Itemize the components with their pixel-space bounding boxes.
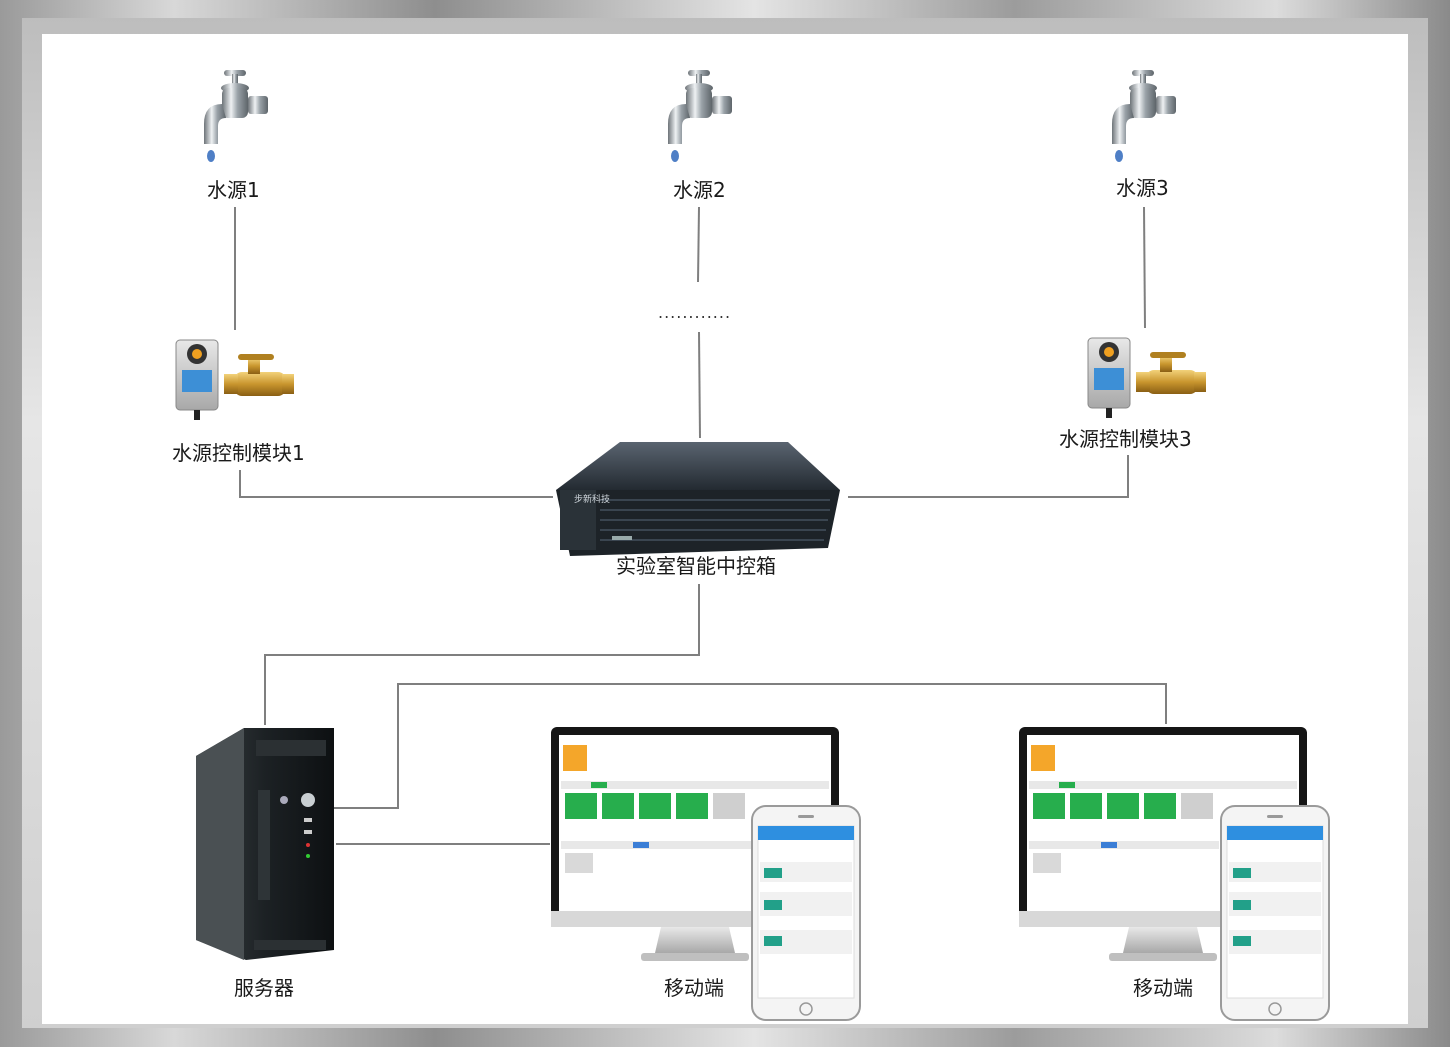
server-tower-icon [196,728,334,960]
label-server: 服务器 [234,976,294,1000]
label-control-module-3: 水源控制模块3 [1059,427,1192,451]
label-water-source-2: 水源2 [673,178,726,202]
label-water-source-3: 水源3 [1116,176,1169,200]
line-source2-ellipsis [697,206,700,283]
faucet-icon [668,70,732,162]
smartphone-icon [1220,805,1330,1021]
line-module1-box [239,470,553,498]
label-mobile-1: 移动端 [664,976,724,1000]
faucet-icon [1112,70,1176,162]
smartphone-icon [751,805,861,1021]
ellipsis-text: ............ [658,303,731,322]
label-control-module-1: 水源控制模块1 [172,441,305,465]
valve-actuator-icon [1087,337,1206,418]
line-source3-module3 [1143,206,1146,329]
line-server-mobile2 [332,683,1167,809]
label-mobile-2: 移动端 [1133,976,1193,1000]
faucet-icon [204,70,268,162]
line-box-server [264,584,700,725]
central-control-box-icon: 步新科技 [556,442,840,556]
label-central-box: 实验室智能中控箱 [616,554,776,578]
box-brand-text: 步新科技 [574,493,610,505]
label-water-source-1: 水源1 [207,178,260,202]
line-module3-box [848,455,1129,498]
line-ellipsis-box [698,331,701,439]
connection-lines [234,206,1167,845]
valve-actuator-icon [175,339,294,420]
